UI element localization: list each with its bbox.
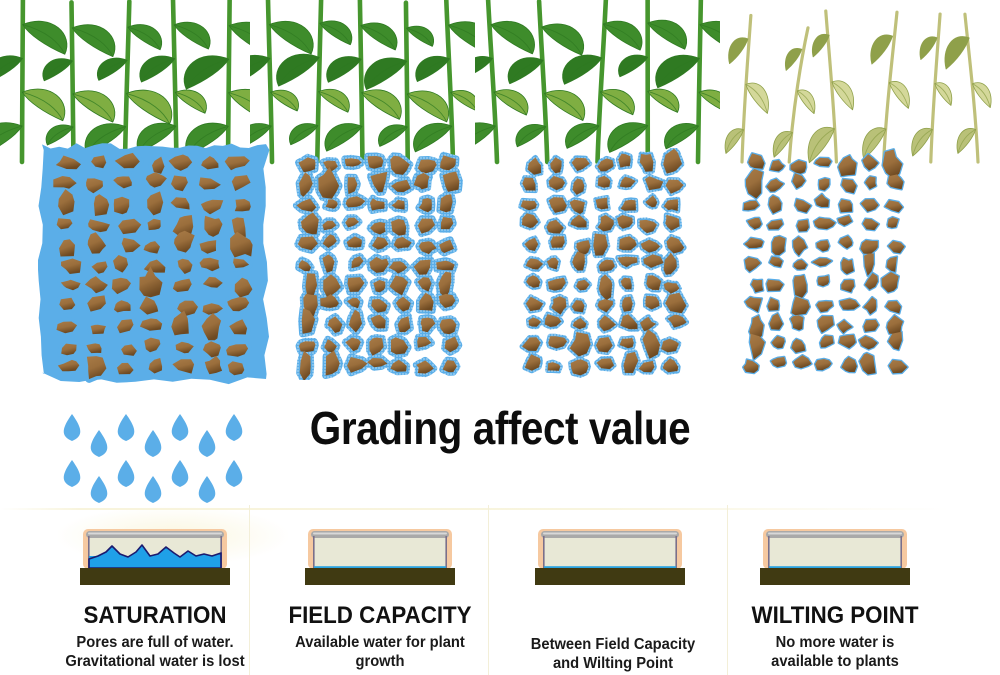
caption-body: No more water is available to plants [771, 634, 899, 670]
caption-title: FIELD CAPACITY [288, 602, 472, 629]
caption-between-fc-wp: Between Field Capacity and Wilting Point [513, 604, 713, 674]
plant-illustration-healthy [475, 0, 720, 165]
caption-body: Available water for plant growth [295, 634, 465, 670]
background-wash-line [0, 508, 1000, 510]
plant-illustration-healthy [0, 0, 250, 165]
column-divider [488, 505, 489, 675]
soil-block-field-capacity [288, 148, 468, 380]
water-droplets-gravitational [60, 400, 250, 505]
soil-block-saturation [38, 140, 270, 390]
caption-title: WILTING POINT [751, 602, 919, 629]
caption-saturation: SATURATION Pores are full of water. Grav… [55, 604, 255, 672]
column-wilting-point [720, 0, 1000, 675]
caption-body: Between Field Capacity and Wilting Point [530, 636, 696, 672]
caption-field-capacity: FIELD CAPACITY Available water for plant… [280, 604, 480, 672]
soil-block-wilting-point [734, 148, 914, 380]
column-saturation [0, 0, 250, 675]
column-divider [249, 505, 250, 675]
caption-body: Pores are full of water. Gravitational w… [65, 634, 245, 670]
column-field-capacity [250, 0, 475, 675]
caption-wilting-point: WILTING POINT No more water is available… [735, 604, 935, 672]
plant-illustration-healthy [250, 0, 475, 165]
column-divider [727, 505, 728, 675]
column-between-fc-wp [475, 0, 720, 675]
plant-illustration-wilted [720, 0, 1000, 165]
caption-title: SATURATION [83, 602, 227, 629]
page-title: Grading affect value [309, 402, 691, 454]
water-tray-wilting-point [760, 523, 910, 585]
water-tray-between-fc-wp [535, 523, 685, 585]
water-tray-saturation [80, 523, 230, 585]
water-tray-field-capacity [305, 523, 455, 585]
soil-block-between-fc-wp [512, 148, 694, 380]
